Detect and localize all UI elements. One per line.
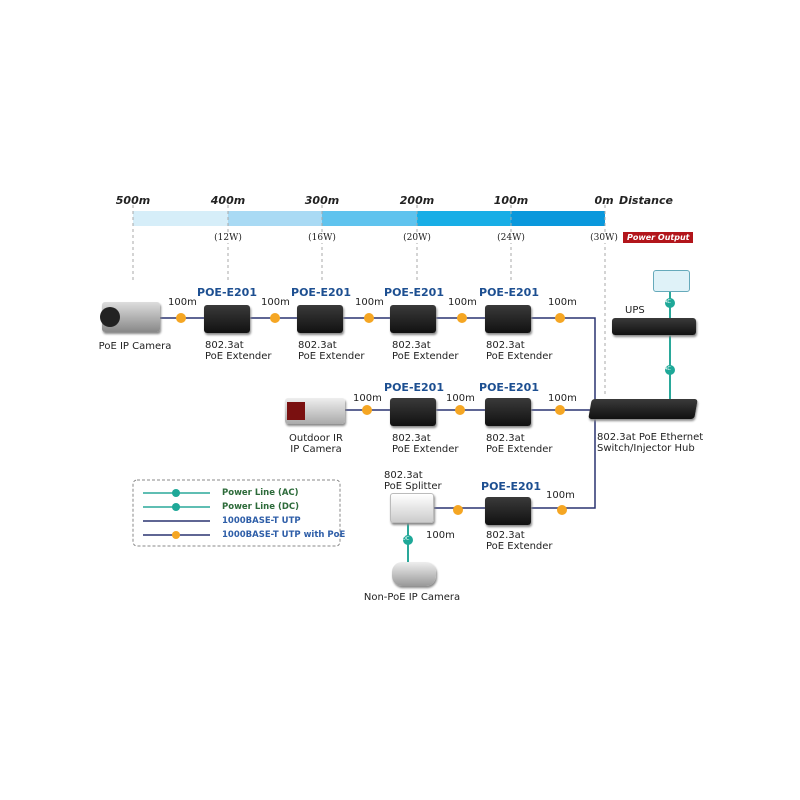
extender-model: POE-E201 bbox=[197, 286, 257, 299]
ups-icon bbox=[612, 318, 696, 335]
extender-model: POE-E201 bbox=[481, 480, 541, 493]
poe-extender-icon bbox=[485, 305, 531, 333]
extender-label-line: PoE Extender bbox=[486, 541, 553, 552]
extender-label-line: PoE Extender bbox=[298, 351, 365, 362]
cable-length: 100m bbox=[448, 297, 477, 308]
splitter-label-line: 802.3at bbox=[384, 470, 423, 481]
camera-label: PoE IP Camera bbox=[98, 341, 172, 352]
cable-length: 100m bbox=[548, 297, 577, 308]
power-value: (24W) bbox=[497, 233, 525, 243]
power-value: (30W) bbox=[590, 233, 618, 243]
power-output-badge: Power Output bbox=[623, 232, 694, 243]
extender-model: POE-E201 bbox=[479, 286, 539, 299]
extender-label-line: PoE Extender bbox=[392, 444, 459, 455]
dc-marker: DC bbox=[402, 536, 410, 542]
cable-length: 100m bbox=[446, 393, 475, 404]
non-poe-camera-icon bbox=[392, 562, 436, 586]
power-value: (16W) bbox=[308, 233, 336, 243]
distance-mark: 200m bbox=[399, 194, 435, 207]
splitter-label-line: PoE Splitter bbox=[384, 481, 442, 492]
poe-extender-icon bbox=[485, 497, 531, 525]
camera-label-line: Outdoor IR bbox=[289, 433, 343, 444]
distance-segment bbox=[511, 211, 605, 226]
extender-model: POE-E201 bbox=[291, 286, 351, 299]
extender-label-line: 802.3at bbox=[486, 433, 525, 444]
ac-marker: AC bbox=[664, 299, 671, 305]
cable-length: 100m bbox=[548, 393, 577, 404]
extender-model: POE-E201 bbox=[384, 286, 444, 299]
extender-label-line: PoE Extender bbox=[486, 444, 553, 455]
extender-model: POE-E201 bbox=[479, 381, 539, 394]
distance-segment bbox=[228, 211, 322, 226]
power-value: (12W) bbox=[214, 233, 242, 243]
extender-model: POE-E201 bbox=[384, 381, 444, 394]
poe-ip-camera-icon bbox=[100, 302, 160, 332]
cable-length: 100m bbox=[426, 530, 455, 541]
distance-segment bbox=[417, 211, 511, 226]
outdoor-ir-camera-icon bbox=[285, 398, 345, 424]
poe-extender-icon bbox=[297, 305, 343, 333]
distance-mark: 0m bbox=[594, 194, 614, 207]
switch-label-line: 802.3at PoE Ethernet bbox=[597, 432, 704, 443]
distance-mark: 500m bbox=[115, 194, 151, 207]
extender-label-line: 802.3at bbox=[392, 433, 431, 444]
extender-label-line: PoE Extender bbox=[392, 351, 459, 362]
legend-item: Power Line (DC) bbox=[222, 502, 300, 512]
distance-segment bbox=[322, 211, 417, 226]
ac-marker: AC bbox=[664, 366, 671, 372]
cable-length: 100m bbox=[353, 393, 382, 404]
legend-item: Power Line (AC) bbox=[222, 488, 299, 498]
distance-mark: 300m bbox=[304, 194, 340, 207]
distance-title: Distance bbox=[619, 194, 673, 207]
cable-length: 100m bbox=[546, 490, 575, 501]
extender-label-line: 802.3at bbox=[486, 530, 525, 541]
extender-label-line: PoE Extender bbox=[486, 351, 553, 362]
power-outlet-icon bbox=[653, 270, 690, 292]
extender-label-line: 802.3at bbox=[205, 340, 244, 351]
legend-item: 1000BASE-T UTP bbox=[222, 516, 301, 526]
poe-extender-icon bbox=[485, 398, 531, 426]
extender-label-line: 802.3at bbox=[298, 340, 337, 351]
camera-label-line: IP Camera bbox=[290, 444, 342, 455]
legend-item: 1000BASE-T UTP with PoE bbox=[222, 530, 346, 540]
distance-mark: 400m bbox=[210, 194, 246, 207]
extender-label-line: 802.3at bbox=[486, 340, 525, 351]
cable-length: 100m bbox=[355, 297, 384, 308]
distance-mark: 100m bbox=[493, 194, 529, 207]
poe-switch-icon bbox=[588, 399, 698, 419]
switch-label-line: Switch/Injector Hub bbox=[597, 443, 695, 454]
distance-segment bbox=[133, 211, 228, 226]
power-value: (20W) bbox=[403, 233, 431, 243]
poe-extender-icon bbox=[204, 305, 250, 333]
cable-length: 100m bbox=[168, 297, 197, 308]
poe-extender-icon bbox=[390, 398, 436, 426]
cable-length: 100m bbox=[261, 297, 290, 308]
poe-splitter-icon bbox=[390, 493, 434, 523]
poe-extender-icon bbox=[390, 305, 436, 333]
camera-label: Non-PoE IP Camera bbox=[363, 592, 461, 603]
ups-label: UPS bbox=[625, 305, 645, 316]
extender-label-line: PoE Extender bbox=[205, 351, 272, 362]
extender-label-line: 802.3at bbox=[392, 340, 431, 351]
